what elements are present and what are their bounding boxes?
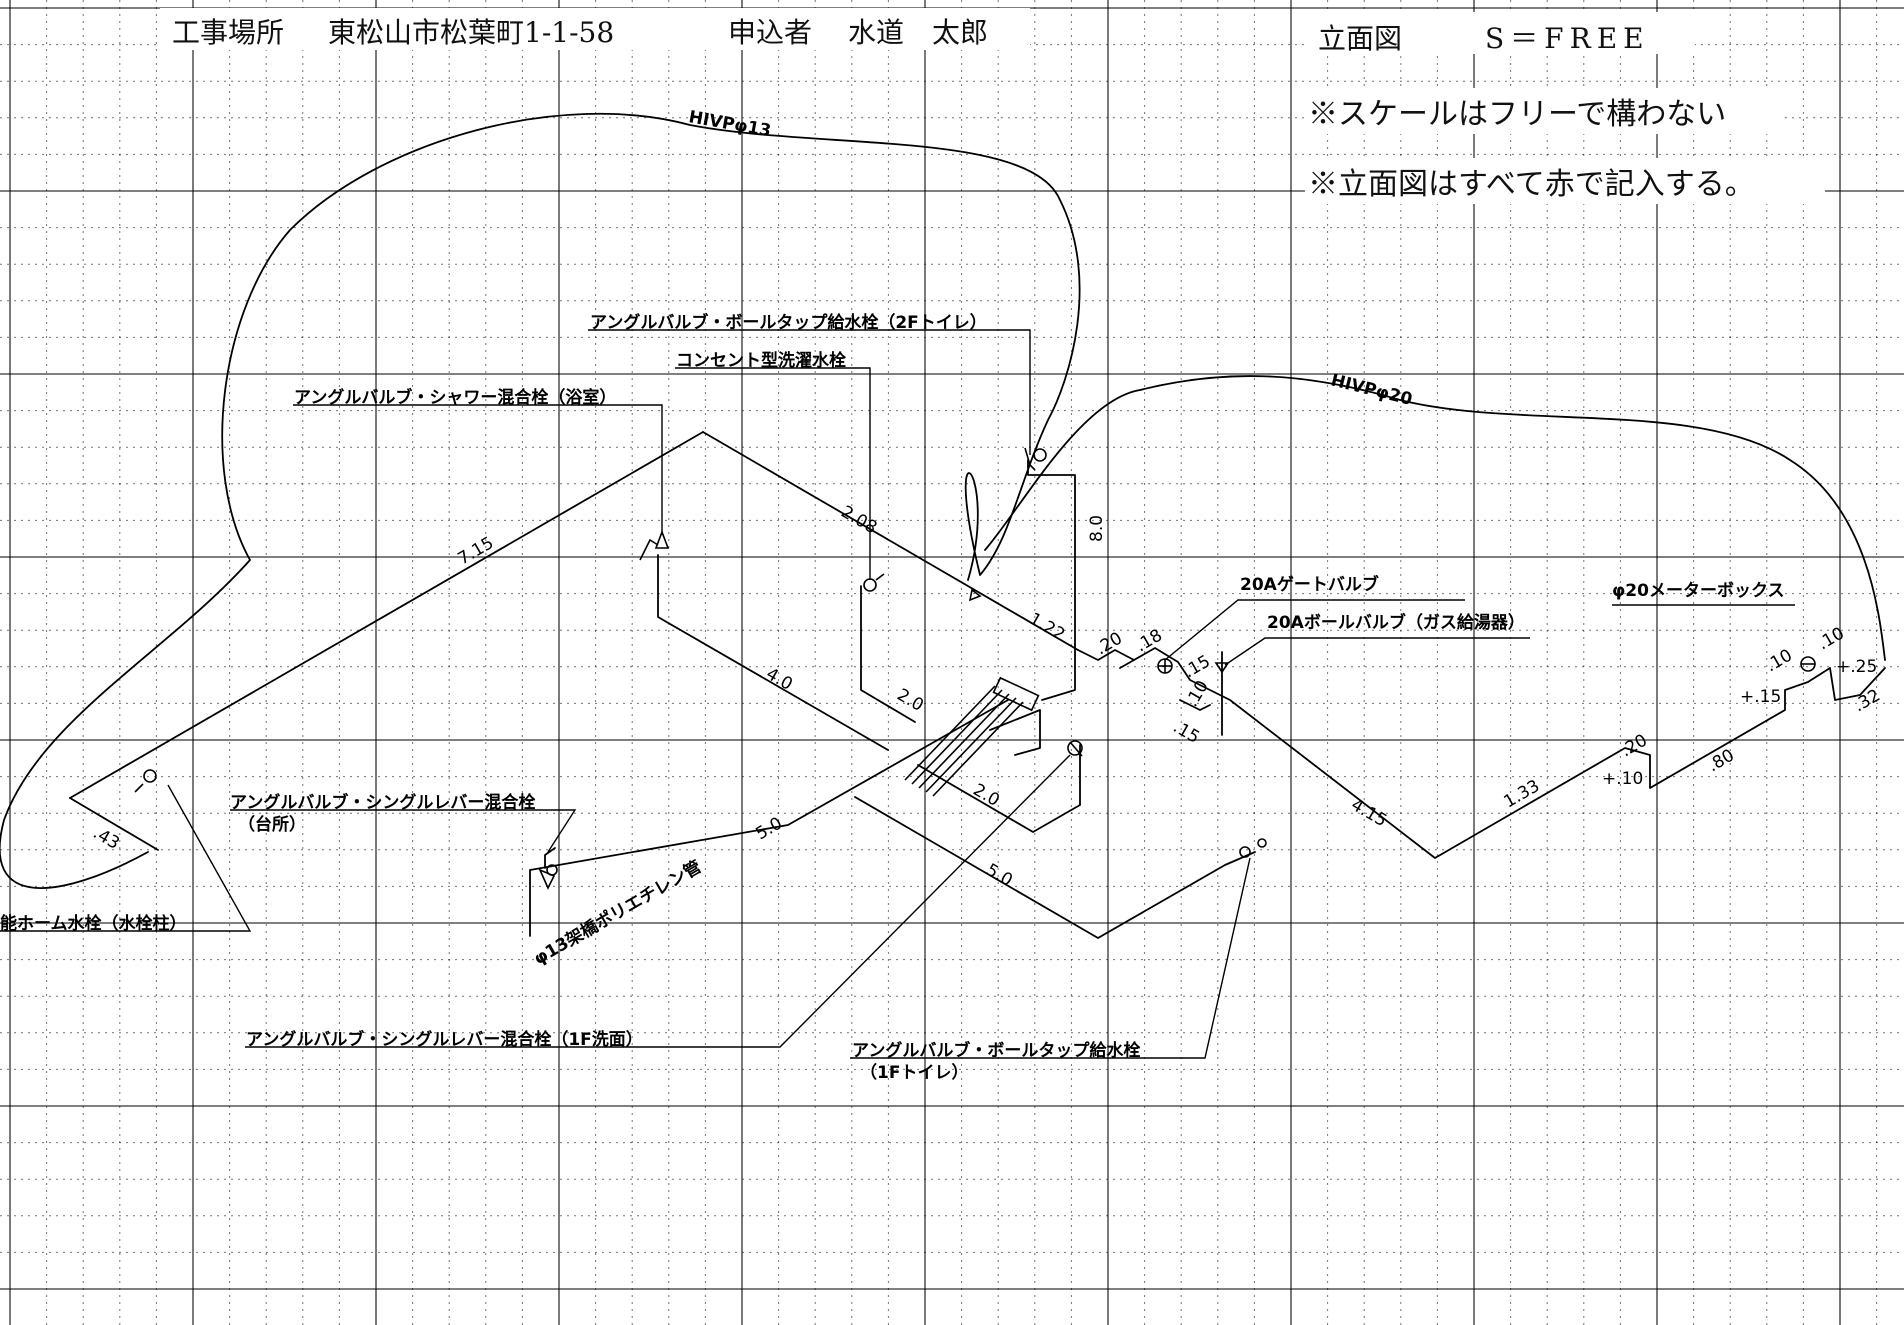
dim-8-0: 8.0 [1087, 515, 1107, 542]
pipe-shower-riser [657, 554, 889, 751]
fixture-symbols [134, 447, 1816, 890]
dim-plus-15: +.15 [1740, 687, 1781, 707]
pipe-laundry-riser [860, 585, 916, 723]
leader-washbasin [245, 754, 1071, 1048]
note-red-ink: ※立面図はすべて赤で記入する。 [1308, 167, 1755, 202]
label-kitchen-2: （台所） [238, 814, 306, 835]
check-arrow-icon [968, 588, 982, 602]
label-washbasin: アングルバルブ・シングルレバー混合栓（1F洗面） [246, 1029, 643, 1050]
washbasin-mixer-icon [1067, 740, 1083, 757]
leader-gate-valve [1164, 599, 1465, 661]
dim-plus-10: +.10 [1602, 769, 1643, 789]
label-shower: アングルバルブ・シャワー混合栓（浴室） [294, 387, 616, 408]
shower-mixer-icon [639, 529, 670, 561]
pipe-manifold-stub [989, 709, 1041, 756]
leader-toilet-1f [850, 857, 1251, 1059]
note-scale-free: ※スケールはフリーで構わない [1308, 97, 1726, 132]
label-laundry: コンセント型洗濯水栓 [676, 350, 846, 371]
pipe-toilet2f-riser [1027, 459, 1076, 701]
kitchen-mixer-icon [538, 864, 558, 890]
leader-kitchen [230, 809, 577, 853]
toilet-1f-valve-icon [1239, 838, 1267, 858]
drawing-type: 立面図 [1318, 22, 1402, 55]
pipe-15-link [1179, 699, 1211, 711]
gate-valve-icon [1157, 658, 1173, 674]
leader-shower [293, 404, 663, 535]
drawing-scale: S＝FREE [1485, 22, 1650, 55]
pipe-main-208-122 [702, 431, 1079, 651]
pipe-main-715 [69, 431, 704, 799]
outdoor-faucet-icon [134, 769, 157, 793]
hivp20-curve [984, 375, 1886, 661]
label-gate-valve: 20Aゲートバルブ [1240, 574, 1379, 595]
leader-ball-valve [1224, 637, 1530, 666]
dim-plus-25: +.25 [1836, 657, 1877, 677]
site-address: 東松山市松葉町1-1-58 [328, 16, 614, 49]
applicant-name: 水道 太郎 [848, 16, 988, 49]
pipe-20b [917, 744, 1081, 833]
label-kitchen-1: アングルバルブ・シングルレバー混合栓 [230, 792, 535, 813]
pipe-kitchen-50 [529, 699, 1009, 937]
label-outdoor: 能ホーム水栓（水栓柱） [0, 913, 187, 934]
pipe-gate-riser [1119, 659, 1135, 669]
site-label: 工事場所 [172, 16, 284, 49]
label-toilet-2f: アングルバルブ・ボールタップ給水栓（2Fトイレ） [590, 312, 987, 333]
label-toilet-1f-2: （1Fトイレ） [860, 1062, 968, 1083]
pe-manifold-bundle [904, 676, 1040, 797]
pipe-50b [854, 796, 1256, 939]
leader-laundry [675, 367, 871, 580]
label-toilet-1f-1: アングルバルブ・ボールタップ給水栓 [852, 1040, 1140, 1061]
hivp13-curve [0, 112, 1081, 889]
leader-outdoor [0, 784, 252, 932]
pipe-kitchen-stub [544, 847, 556, 869]
applicant-label: 申込者 [728, 16, 812, 49]
leader-toilet-2f [588, 329, 1031, 455]
leader-lines [0, 329, 1795, 1059]
hivp-lines [0, 112, 1886, 889]
title-block: 工事場所 東松山市松葉町1-1-58 申込者 水道 太郎 立面図 S＝FREE … [160, 8, 1825, 204]
piping-network [69, 431, 1886, 939]
ball-valve-icon [1214, 662, 1230, 674]
toilet-2f-valve-icon [1024, 447, 1047, 471]
label-meter-box: φ20メーターボックス [1612, 581, 1784, 601]
meter-icon [1800, 656, 1816, 672]
pipe-outdoor-43 [69, 797, 159, 851]
label-ball-valve: 20Aボールバルブ（ガス給湯器） [1267, 612, 1525, 633]
